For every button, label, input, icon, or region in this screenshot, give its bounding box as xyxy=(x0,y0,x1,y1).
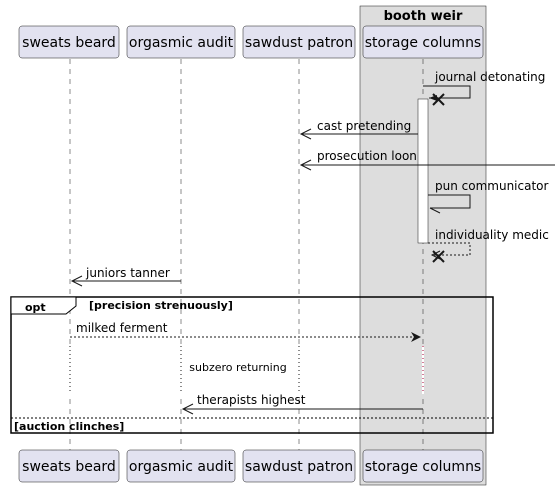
participant-label: sweats beard xyxy=(22,459,116,475)
message-milked-ferment: milked ferment xyxy=(70,321,421,342)
participant-label: storage columns xyxy=(365,459,481,475)
fragment-else-guard: [auction clinches] xyxy=(14,420,124,433)
participant-sweats-beard-top[interactable]: sweats beard xyxy=(18,25,120,59)
delay-section: subzero returning xyxy=(69,346,424,394)
message-cast-pretending: cast pretending xyxy=(299,119,418,140)
fragment-kind: opt xyxy=(25,301,46,314)
participant-sawdust-patron-top[interactable]: sawdust patron xyxy=(242,25,356,59)
participant-label: orgasmic audit xyxy=(129,459,234,475)
participant-sweats-beard-bottom[interactable]: sweats beard xyxy=(18,449,120,483)
message-label: pun communicator xyxy=(435,179,549,193)
participant-label: orgasmic audit xyxy=(129,35,234,51)
participant-label: sweats beard xyxy=(22,35,116,51)
message-label: milked ferment xyxy=(76,321,168,335)
message-individuality-medic: individuality medic xyxy=(428,228,549,263)
message-journal-detonating: journal detonating xyxy=(423,70,545,106)
message-pun-communicator: pun communicator xyxy=(428,179,549,214)
participant-label: sawdust patron xyxy=(245,35,353,51)
participant-storage-columns-top[interactable]: storage columns xyxy=(362,25,484,59)
message-juniors-tanner: juniors tanner xyxy=(70,266,181,287)
participant-sawdust-patron-bottom[interactable]: sawdust patron xyxy=(242,449,356,483)
participant-label: sawdust patron xyxy=(245,459,353,475)
activation-bar xyxy=(417,98,429,244)
delay-label: subzero returning xyxy=(189,361,286,374)
message-label: cast pretending xyxy=(317,119,411,133)
fragment-guard: [precision strenuously] xyxy=(89,299,233,312)
message-label: individuality medic xyxy=(435,228,549,242)
message-label: journal detonating xyxy=(434,70,545,84)
message-prosecution-loon: prosecution loon xyxy=(299,149,555,171)
participant-label: storage columns xyxy=(365,35,481,51)
destroy-x-icon xyxy=(432,93,445,106)
participant-storage-columns-bottom[interactable]: storage columns xyxy=(362,449,484,483)
message-label: prosecution loon xyxy=(317,149,417,163)
message-label: juniors tanner xyxy=(85,266,170,280)
box-title: booth weir xyxy=(384,9,463,24)
destroy-x-icon xyxy=(432,250,445,263)
message-therapists-highest: therapists highest xyxy=(181,393,423,415)
participant-orgasmic-audit-top[interactable]: orgasmic audit xyxy=(126,25,236,59)
message-label: therapists highest xyxy=(197,393,306,407)
opt-fragment: opt [precision strenuously] [auction cli… xyxy=(10,296,494,434)
participant-orgasmic-audit-bottom[interactable]: orgasmic audit xyxy=(126,449,236,483)
